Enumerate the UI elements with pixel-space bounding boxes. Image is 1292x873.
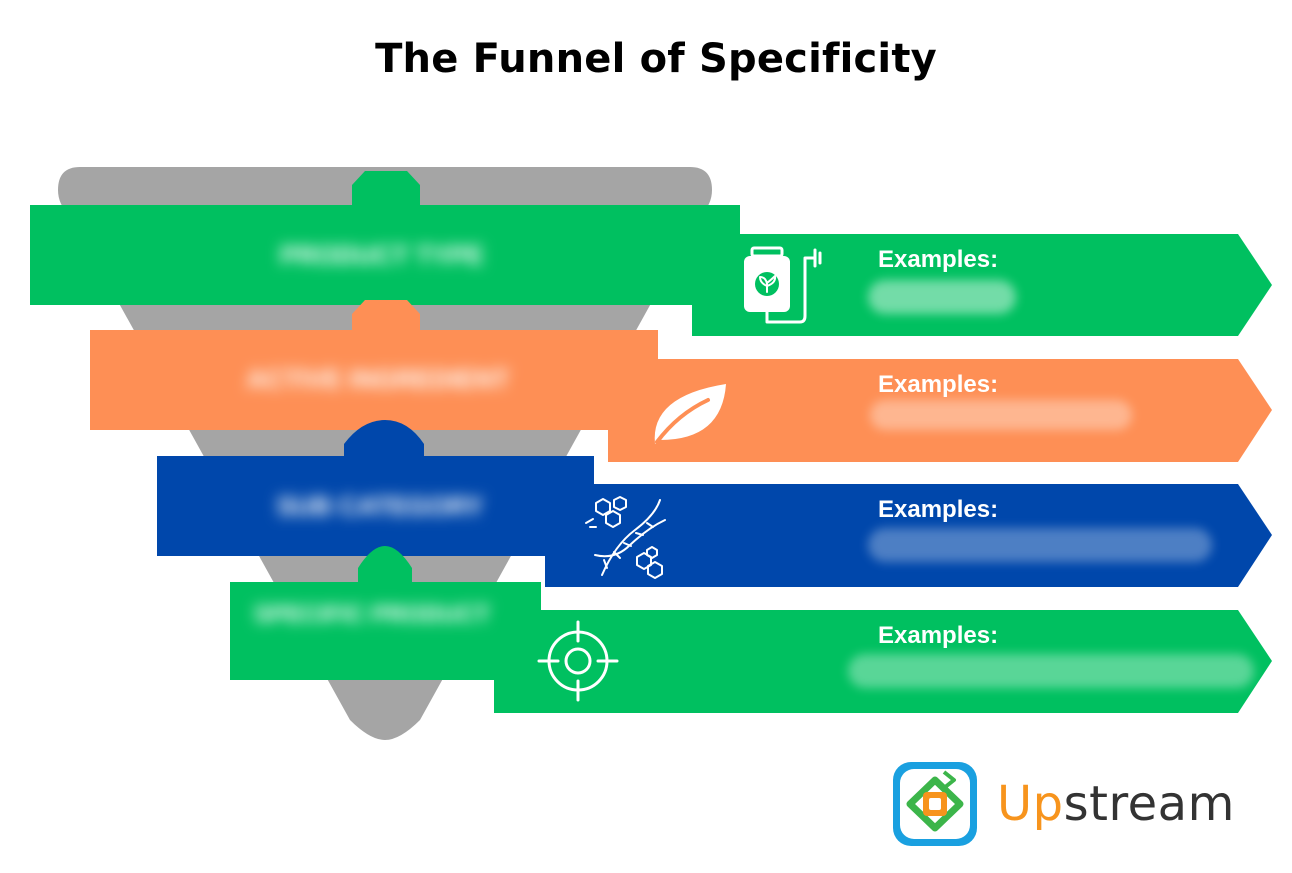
level-4-band (230, 582, 541, 680)
level-4-examples-label: Examples: (878, 622, 998, 649)
level-1-band (30, 205, 740, 305)
level-2-label: ACTIVE INGREDIENT (247, 364, 510, 394)
leaf-icon (654, 384, 726, 444)
level-3-tab (344, 420, 424, 462)
level-2-band (90, 330, 658, 430)
spray-bottle-icon (744, 246, 822, 324)
level-4-label: SPECIFIC PRODUCT (254, 601, 490, 628)
level-3-band (157, 456, 594, 556)
funnel-level-2: ACTIVE INGREDIENT Examples: (90, 300, 1272, 462)
upstream-logo-text: Upstream (997, 776, 1235, 832)
level-1-examples-label: Examples: (878, 246, 998, 273)
level-3-label: SUB CATEGORY (277, 491, 484, 521)
level-1-example-blurred (868, 280, 1016, 314)
funnel-level-1: PRODUCT TYPE Examples: (30, 171, 1272, 336)
logo-text-rest: stream (1063, 776, 1235, 832)
level-2-example-blurred (870, 400, 1132, 430)
level-2-examples-label: Examples: (878, 371, 998, 398)
upstream-logo-icon (893, 762, 977, 846)
funnel-level-3: SUB CATEGORY Examples: (157, 420, 1272, 587)
level-4-tab (358, 546, 412, 585)
page-title: The Funnel of Specificity (375, 36, 937, 82)
dna-molecule-icon (585, 496, 666, 579)
level-1-label: PRODUCT TYPE (280, 240, 484, 270)
level-4-example-blurred (848, 654, 1254, 688)
funnel-level-4: SPECIFIC PRODUCT Examples: (230, 546, 1272, 713)
target-crosshair-icon (537, 620, 619, 702)
level-2-tab (352, 300, 420, 335)
level-3-example-blurred (868, 528, 1212, 562)
level-3-examples-label: Examples: (878, 496, 998, 523)
logo-text-up: Up (997, 776, 1064, 832)
level-1-tab (352, 171, 420, 210)
